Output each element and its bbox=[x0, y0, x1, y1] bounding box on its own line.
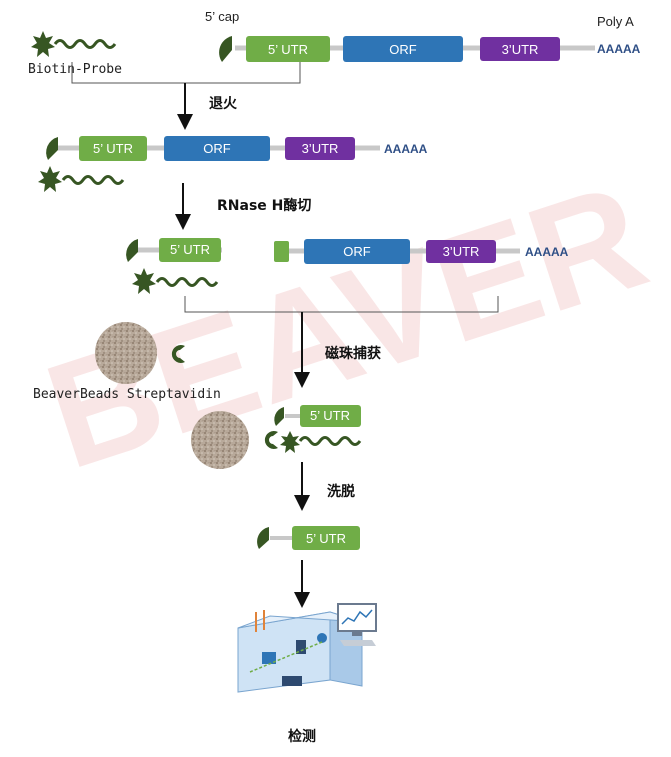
mrna-cleaved: 5’ UTR ORF 3’UTR AAAAA bbox=[126, 238, 569, 264]
magnetic-bead-icon bbox=[95, 322, 157, 384]
utr5-label-2: 5’ UTR bbox=[93, 141, 133, 156]
utr3-label-2: 3’UTR bbox=[302, 141, 339, 156]
utr5-remnant bbox=[274, 241, 289, 262]
biotin-probe-3 bbox=[132, 268, 219, 294]
utr3-box-3 bbox=[426, 240, 496, 263]
probe-wave-icon-4 bbox=[298, 436, 362, 446]
biotin-star-icon-3 bbox=[132, 268, 156, 294]
utr5-box-3 bbox=[159, 238, 221, 262]
bracket-3 bbox=[184, 296, 499, 313]
mrna-full: 5’ UTR ORF 3’UTR AAAAA bbox=[219, 36, 641, 62]
cap-icon-2 bbox=[46, 137, 58, 160]
biotin-probe bbox=[31, 31, 117, 57]
poly-a-label: Poly A bbox=[597, 14, 634, 29]
biotin-star-icon bbox=[31, 31, 55, 57]
cap-icon bbox=[219, 36, 232, 62]
streptavidin-icon bbox=[171, 344, 185, 363]
step-detect: 检测 bbox=[288, 728, 316, 745]
utr3-box bbox=[480, 37, 560, 61]
beads-label: BeaverBeads Streptavidin bbox=[33, 387, 221, 402]
cap-icon-4 bbox=[274, 407, 284, 426]
monitor-graph bbox=[341, 609, 373, 625]
keyboard bbox=[340, 640, 376, 646]
detection-instrument-icon bbox=[237, 603, 377, 693]
instrument-base bbox=[282, 676, 302, 686]
orf-box-2 bbox=[164, 136, 270, 161]
utr5-box-5 bbox=[292, 526, 360, 550]
poly-a-tail: AAAAA bbox=[597, 42, 641, 56]
orf-label: ORF bbox=[389, 42, 417, 57]
utr5-label: 5’ UTR bbox=[268, 42, 308, 57]
cap-icon-3 bbox=[126, 239, 138, 262]
captured-complex: 5’ UTR bbox=[191, 405, 362, 469]
utr5-box bbox=[246, 36, 330, 62]
utr5-box-2 bbox=[79, 136, 147, 161]
orf-box bbox=[343, 36, 463, 62]
instrument-part-2 bbox=[296, 640, 306, 654]
cap-icon-5 bbox=[257, 527, 269, 549]
eluted-fragment: 5’ UTR bbox=[257, 526, 360, 550]
mrna-hybrid: 5’ UTR ORF 3’UTR AAAAA bbox=[46, 136, 428, 161]
instrument-beam bbox=[249, 641, 323, 673]
utr3-label-3: 3’UTR bbox=[443, 244, 480, 259]
utr3-box-2 bbox=[285, 137, 355, 160]
biotin-probe-2 bbox=[38, 166, 125, 192]
orf-box-3 bbox=[304, 239, 410, 264]
poly-a-tail-3: AAAAA bbox=[525, 245, 569, 259]
cap-label: 5’ cap bbox=[205, 9, 239, 24]
biotin-star-icon-2 bbox=[38, 166, 62, 192]
magnetic-bead-icon-2 bbox=[191, 411, 249, 469]
instrument-lens bbox=[317, 633, 327, 643]
utr3-label: 3’UTR bbox=[502, 42, 539, 57]
probe-wave-icon-2 bbox=[61, 175, 125, 185]
step-anneal: 退火 bbox=[209, 96, 238, 112]
utr5-label-3: 5’ UTR bbox=[170, 242, 210, 257]
step-rnase: RNase H酶切 bbox=[217, 197, 311, 214]
instrument-part-1 bbox=[262, 652, 276, 664]
streptavidin-icon-2 bbox=[264, 431, 278, 449]
poly-a-tail-2: AAAAA bbox=[384, 142, 428, 156]
probe-label: Biotin-Probe bbox=[28, 62, 122, 77]
step-capture: 磁珠捕获 bbox=[325, 345, 381, 362]
monitor-stand bbox=[352, 631, 362, 636]
utr5-label-4: 5’ UTR bbox=[310, 408, 350, 423]
utr5-label-5: 5’ UTR bbox=[306, 531, 346, 546]
probe-wave-icon-3 bbox=[155, 277, 219, 287]
biotin-star-icon-4 bbox=[280, 431, 300, 453]
utr5-box-4 bbox=[300, 405, 361, 427]
orf-label-2: ORF bbox=[203, 141, 231, 156]
probe-wave-icon bbox=[53, 39, 117, 49]
step-elute: 洗脱 bbox=[327, 483, 355, 500]
orf-label-3: ORF bbox=[343, 244, 371, 259]
